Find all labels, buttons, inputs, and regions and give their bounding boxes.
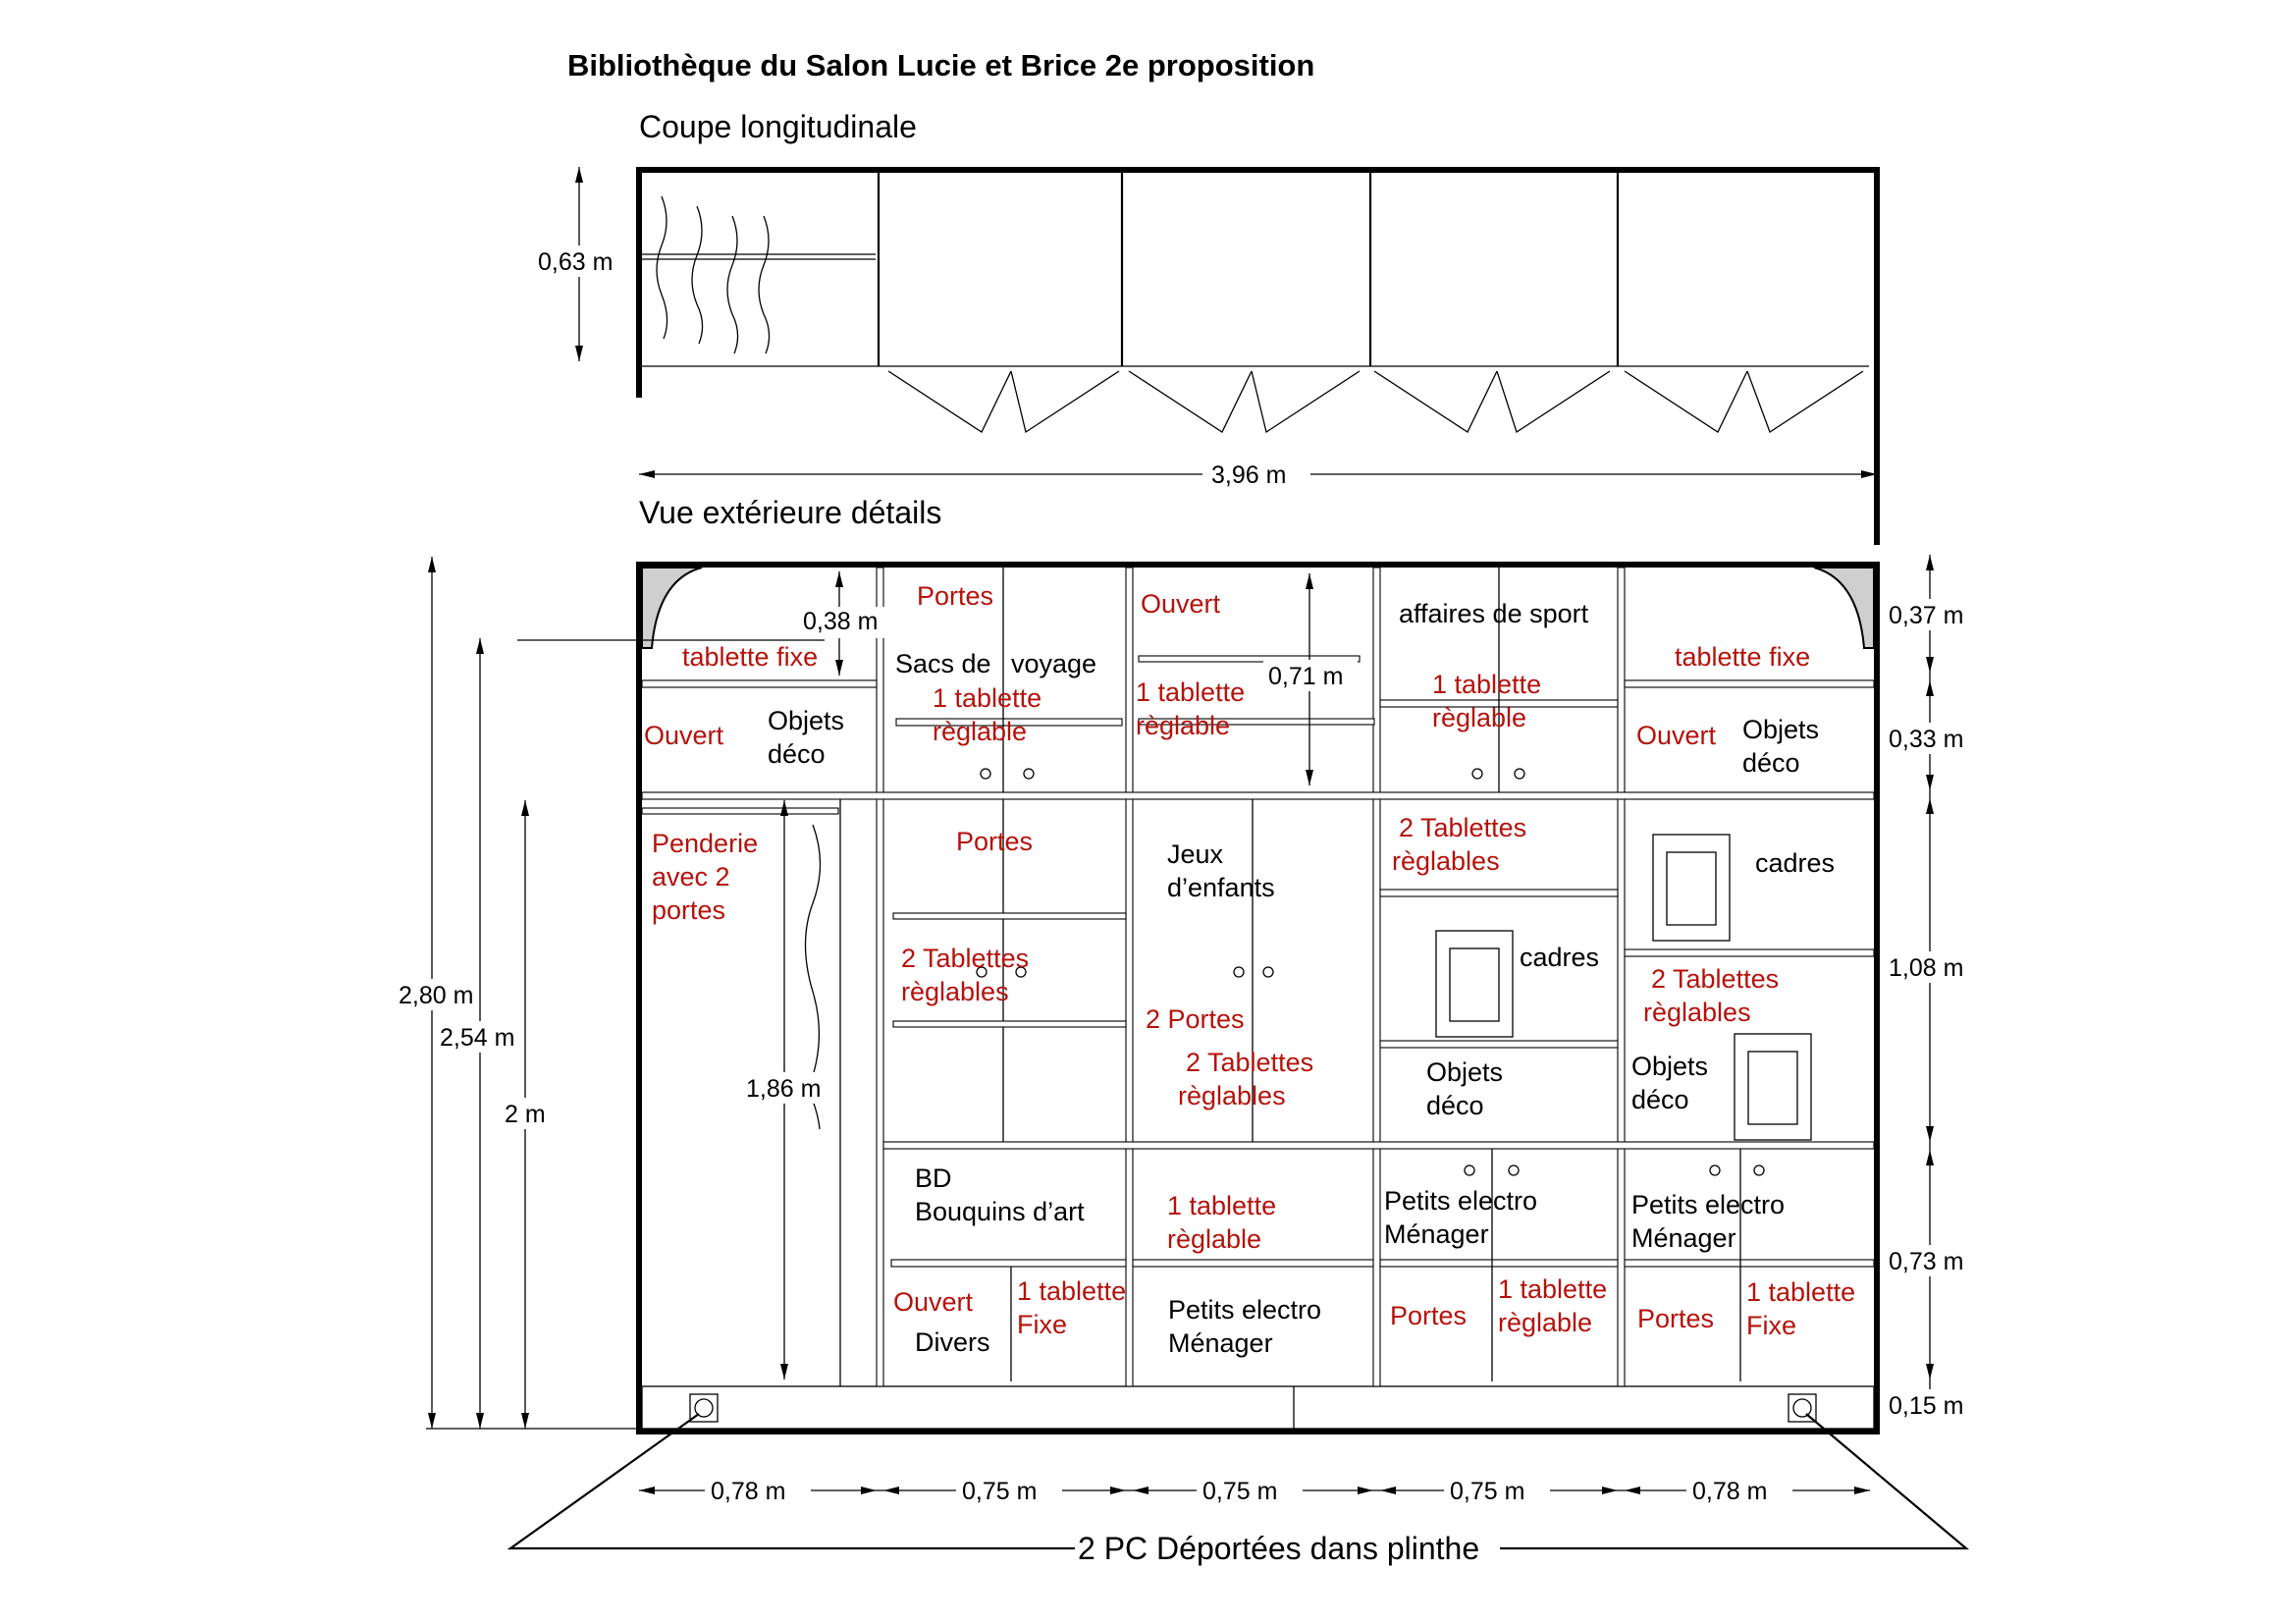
right-037: 0,37 m xyxy=(1889,602,1963,629)
col-width-1: 0,78 m xyxy=(711,1478,785,1505)
c5-ouvert: Ouvert xyxy=(1636,721,1717,750)
c5-objets: Objets xyxy=(1742,715,1819,744)
c1-penderie-3: portes xyxy=(652,895,725,925)
column-4-labels: affaires de sport 1 tablette règlable 2 … xyxy=(1384,599,1607,1337)
c3-2portes: 2 Portes xyxy=(1146,1004,1245,1034)
depth-label: 0,63 m xyxy=(538,248,613,276)
c2-bd-2: Bouquins d’art xyxy=(915,1197,1085,1226)
plinth-note: 2 PC Déportées dans plinthe xyxy=(507,1413,1970,1566)
c5-petits-1: Petits electro xyxy=(1631,1190,1785,1219)
c3-ouvert: Ouvert xyxy=(1141,589,1221,619)
c4-sport: affaires de sport xyxy=(1399,599,1589,628)
c4-portes: Portes xyxy=(1390,1301,1467,1330)
col-width-4: 0,75 m xyxy=(1450,1478,1524,1505)
c4-cadres: cadres xyxy=(1520,943,1599,972)
c2-sacs-2: voyage xyxy=(1011,649,1096,678)
c3-bt-tab-1: 1 tablette xyxy=(1167,1191,1276,1220)
total-width-dimension: 3,96 m xyxy=(639,459,1877,490)
plinth-note-label: 2 PC Déportées dans plinthe xyxy=(1078,1531,1479,1566)
c3-tabs-1: 2 Tablettes xyxy=(1186,1048,1313,1077)
height-254: 2,54 m xyxy=(440,1024,514,1052)
c3-tab-2: règlable xyxy=(1136,711,1230,740)
c4-petits-1: Petits electro xyxy=(1384,1186,1537,1216)
c2-tab-2: règlable xyxy=(933,717,1027,746)
c3-jeux-1: Jeux xyxy=(1167,839,1224,869)
c5-objets2: Objets xyxy=(1631,1052,1708,1081)
c5-portes: Portes xyxy=(1637,1304,1714,1333)
elevation-view-title: Vue extérieure détails xyxy=(639,495,941,530)
column-1-labels: tablette fixe Ouvert Objets déco Penderi… xyxy=(644,642,844,925)
c2-tfix-1: 1 tablette xyxy=(1017,1276,1126,1306)
c1-ouvert: Ouvert xyxy=(644,721,724,750)
column-2-labels: Portes Sacs de voyage 1 tablette règlabl… xyxy=(893,581,1126,1357)
c4-tab-1: 1 tablette xyxy=(1432,670,1541,699)
c4-bt-tab-1: 1 tablette xyxy=(1498,1274,1607,1304)
height-280: 2,80 m xyxy=(399,982,473,1009)
right-073: 0,73 m xyxy=(1889,1248,1963,1275)
col-width-2: 0,75 m xyxy=(962,1478,1037,1505)
c4-tabs-1: 2 Tablettes xyxy=(1399,813,1526,842)
elevation-frame xyxy=(636,562,1880,1434)
c1-penderie-2: avec 2 xyxy=(652,862,730,892)
c4-tabs-2: règlables xyxy=(1392,846,1500,876)
c4-bt-tab-2: règlable xyxy=(1498,1308,1592,1337)
drawing-title: Bibliothèque du Salon Lucie et Brice 2e … xyxy=(567,48,1314,82)
c5-tfix-2: Fixe xyxy=(1746,1311,1796,1340)
c2-tfix-2: Fixe xyxy=(1017,1310,1067,1339)
column-5-labels: tablette fixe Ouvert Objets déco cadres … xyxy=(1631,642,1855,1340)
c3-tab-1: 1 tablette xyxy=(1136,677,1245,707)
c2-tabs-2: règlables xyxy=(901,977,1009,1006)
c5-tabs-2: règlables xyxy=(1643,998,1751,1027)
c1-penderie-1: Penderie xyxy=(652,829,758,858)
height-071: 0,71 m xyxy=(1268,663,1343,690)
c2-divers: Divers xyxy=(915,1327,990,1357)
column-3-labels: Ouvert 1 tablette règlable Jeux d’enfant… xyxy=(1136,589,1321,1358)
c1-deco: déco xyxy=(768,739,826,769)
c3-bt-tab-2: règlable xyxy=(1167,1224,1261,1254)
c3-tabs-2: règlables xyxy=(1178,1081,1286,1110)
c5-petits-2: Ménager xyxy=(1631,1223,1736,1253)
right-033: 0,33 m xyxy=(1889,726,1963,753)
total-width-label: 3,96 m xyxy=(1211,461,1286,489)
right-108: 1,08 m xyxy=(1889,954,1963,982)
height-186: 1,86 m xyxy=(746,1075,821,1103)
c1-objets: Objets xyxy=(768,706,844,735)
c1-tablette-fixe: tablette fixe xyxy=(682,642,818,672)
c3-petits-1: Petits electro xyxy=(1168,1295,1321,1325)
c2-tab-1: 1 tablette xyxy=(933,683,1041,713)
section-view-title: Coupe longitudinale xyxy=(639,109,917,144)
c5-deco2: déco xyxy=(1631,1085,1689,1114)
c4-deco: déco xyxy=(1426,1091,1484,1120)
c5-cadres: cadres xyxy=(1755,848,1835,878)
c5-tablette-fixe: tablette fixe xyxy=(1675,642,1810,672)
c2-sacs-1: Sacs de xyxy=(895,649,991,678)
depth-dimension: 0,63 m xyxy=(530,167,628,361)
height-2: 2 m xyxy=(505,1101,546,1128)
c2-portes-mid: Portes xyxy=(956,827,1033,856)
c4-objets: Objets xyxy=(1426,1057,1503,1087)
left-height-dimensions: 2,80 m 2,54 m 2 m 1,86 m 0,38 m 0,71 m xyxy=(398,557,1358,1430)
right-height-dimensions: 0,37 m 0,33 m 1,08 m 0,73 m 0,15 m xyxy=(1883,555,1981,1421)
c5-deco: déco xyxy=(1742,748,1800,778)
c2-tabs-1: 2 Tablettes xyxy=(901,944,1029,973)
height-038: 0,38 m xyxy=(803,608,878,635)
col-width-5: 0,78 m xyxy=(1692,1478,1767,1505)
c2-ouvert: Ouvert xyxy=(893,1287,974,1317)
c3-jeux-2: d’enfants xyxy=(1167,873,1275,902)
longitudinal-section xyxy=(636,167,1880,545)
right-015: 0,15 m xyxy=(1889,1392,1963,1420)
c3-petits-2: Ménager xyxy=(1168,1328,1273,1358)
c5-tfix-1: 1 tablette xyxy=(1746,1277,1855,1307)
column-width-dimensions: 0,78 m 0,75 m 0,75 m 0,75 m 0,78 m xyxy=(639,1475,1870,1506)
c2-portes-top: Portes xyxy=(917,581,993,611)
c4-tab-2: règlable xyxy=(1432,703,1526,732)
c2-bd-1: BD xyxy=(915,1163,952,1193)
c5-tabs-1: 2 Tablettes xyxy=(1651,964,1779,994)
col-width-3: 0,75 m xyxy=(1202,1478,1277,1505)
c4-petits-2: Ménager xyxy=(1384,1219,1489,1249)
